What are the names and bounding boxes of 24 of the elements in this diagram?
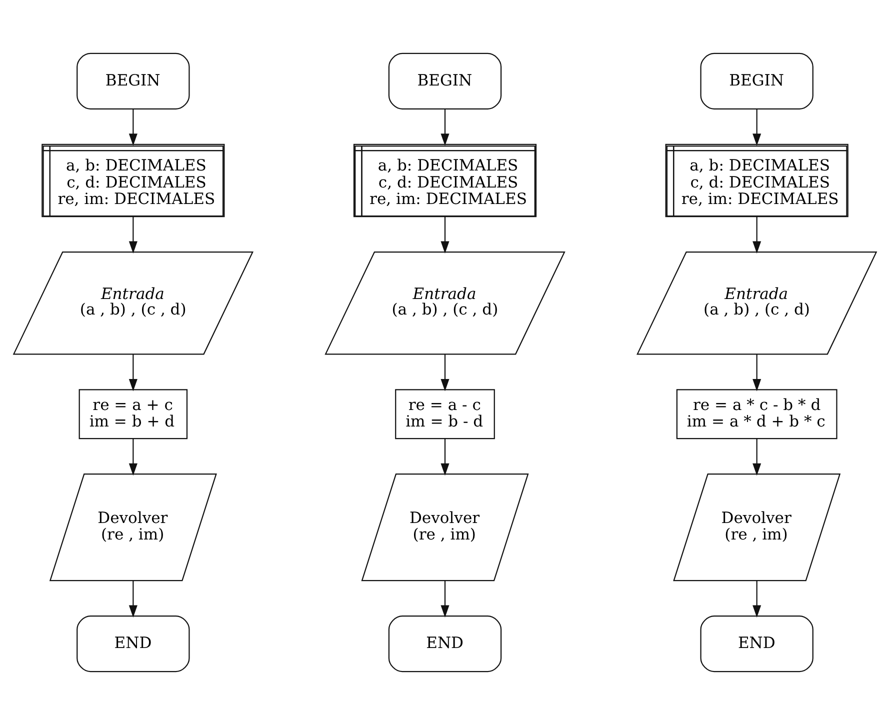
node-box: BEGIN xyxy=(76,52,190,110)
node-box: END xyxy=(388,616,502,672)
arrow xyxy=(440,354,449,392)
arrow xyxy=(752,580,761,618)
arrow xyxy=(440,438,449,476)
arrow xyxy=(128,354,137,392)
arrow xyxy=(128,438,137,476)
arrow xyxy=(128,109,137,146)
node-box: re = a * c - b * d im = a * d + b * c xyxy=(676,389,837,440)
arrow xyxy=(752,438,761,476)
arrow xyxy=(440,580,449,618)
node-box: END xyxy=(700,616,813,672)
node-box: BEGIN xyxy=(700,52,813,110)
arrow xyxy=(752,109,761,146)
node-box: BEGIN xyxy=(388,52,502,110)
arrow xyxy=(752,216,761,254)
node-box: re = a + c im = b + d xyxy=(78,389,188,440)
node-box: re = a - c im = b - d xyxy=(394,389,494,440)
arrow xyxy=(752,354,761,392)
arrow xyxy=(440,109,449,146)
arrow xyxy=(440,216,449,254)
arrow xyxy=(128,580,137,618)
arrow xyxy=(128,216,137,254)
node-box: END xyxy=(76,616,190,672)
